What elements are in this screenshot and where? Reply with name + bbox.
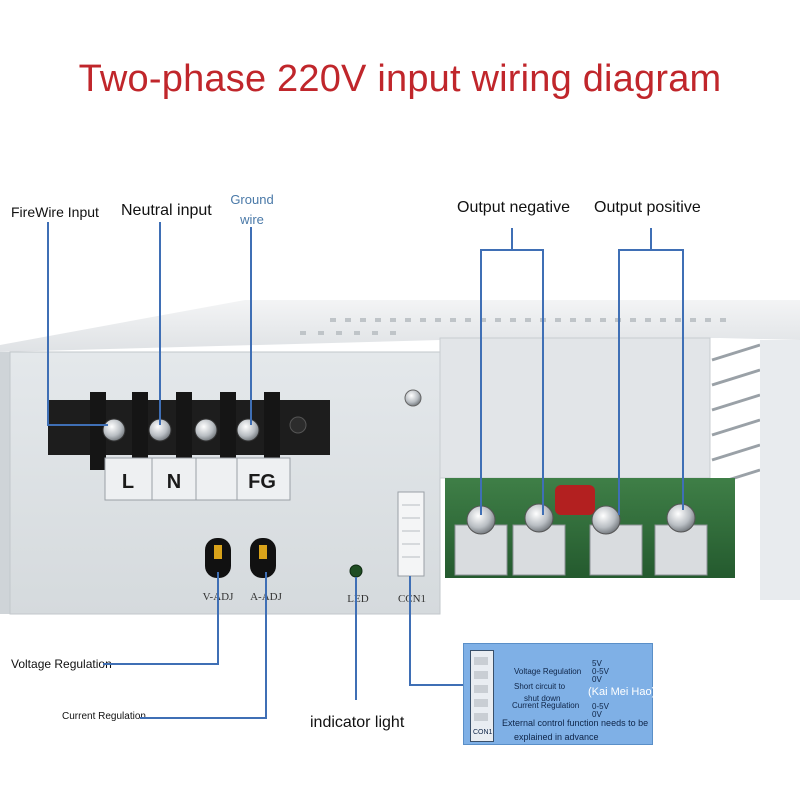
inset-row-label-4: Current Regulation	[512, 701, 580, 710]
red-component	[555, 485, 595, 515]
inset-row-label-2: Short circuit to	[514, 682, 566, 691]
ccn1-connector	[397, 491, 425, 577]
output-terminals	[454, 503, 708, 576]
terminal-letter-fg: FG	[248, 471, 276, 493]
inset-row-value-4: 0-5V	[592, 702, 609, 711]
inset-note-line2: explained in advance	[514, 732, 599, 742]
terminal-letter-plate	[104, 457, 291, 501]
output-positive-label: Output positive	[594, 199, 701, 216]
terminal-letter-n: N	[167, 471, 181, 493]
inset-row-label-1: Voltage Regulation	[514, 667, 582, 676]
ground-wire-label-line2: wire	[240, 212, 264, 227]
external-control-inset: CON1 Voltage Regulation 5V Short circuit…	[463, 643, 656, 745]
inset-row-value-2: 0-5V	[592, 667, 609, 676]
case-screw	[404, 389, 422, 407]
inset-row-value-5: 0V	[592, 710, 602, 719]
led-silkscreen: LED	[347, 593, 368, 605]
voltage-regulation-label: Voltage Regulation	[11, 657, 112, 671]
potentiometers	[205, 538, 276, 578]
indicator-light-label: indicator light	[310, 714, 405, 731]
input-terminal-block	[48, 392, 330, 470]
terminal-letter-l: L	[122, 471, 134, 493]
inset-row-label-3: shut down	[524, 694, 561, 703]
firewire-input-label: FireWire Input	[11, 204, 99, 220]
inset-row-value-3: 0V	[592, 675, 602, 684]
inset-note-line1: External control function needs to be	[502, 718, 649, 728]
inset-connector-graphic	[470, 650, 494, 742]
case-front-edge	[0, 352, 10, 614]
case-top	[0, 300, 800, 352]
inset-brand: (Kai Mei Hao)	[588, 686, 656, 698]
inset-connector-label: CON1	[473, 729, 493, 736]
led-indicator	[349, 564, 363, 578]
inset-row-value-1: 5V	[592, 659, 602, 668]
diagram-title: Two-phase 220V input wiring diagram	[78, 58, 722, 100]
case-front-left-outline	[9, 351, 441, 615]
case-right-side	[760, 340, 800, 600]
ground-wire-label: Ground wire	[226, 190, 278, 230]
ground-wire-label-line1: Ground	[230, 192, 274, 207]
cover-plate	[439, 337, 711, 479]
leader-lines	[47, 222, 684, 719]
output-negative-label: Output negative	[457, 199, 570, 216]
ccn1-silkscreen: CCN1	[398, 593, 426, 605]
neutral-input-label: Neutral input	[121, 202, 212, 219]
current-regulation-label: Current Regulation	[62, 711, 146, 722]
side-louvers	[711, 343, 761, 487]
